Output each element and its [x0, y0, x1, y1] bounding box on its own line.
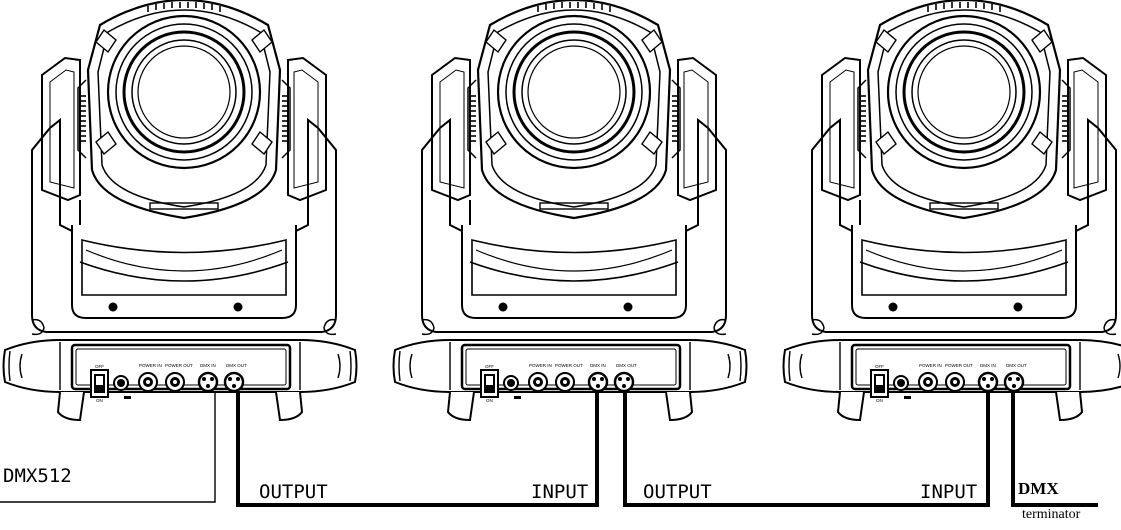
panel-label-power-in: POWER IN — [529, 363, 552, 368]
panel-label-off: OFF — [485, 364, 494, 369]
panel-label-on: ON — [486, 398, 493, 403]
panel-label-power-in: POWER IN — [919, 363, 942, 368]
moving-head-body — [812, 0, 1116, 334]
panel-label-dmx-out: DMX OUT — [616, 363, 637, 368]
panel-label-dmx-in: DMX IN — [200, 363, 216, 368]
terminator-label: terminator — [1022, 507, 1080, 523]
panel-label-off: OFF — [95, 364, 104, 369]
fixture-base-connector-panel — [4, 340, 357, 420]
panel-label-dmx-in: DMX IN — [590, 363, 606, 368]
fixture-base-connector-panel — [784, 340, 1121, 420]
panel-label-dmx-in: DMX IN — [980, 363, 996, 368]
panel-label-power-in: POWER IN — [139, 363, 162, 368]
panel-label-on: ON — [876, 398, 883, 403]
moving-head-body — [422, 0, 726, 334]
moving-head-body — [32, 0, 336, 334]
panel-label-off: OFF — [875, 364, 884, 369]
panel-label-dmx-out: DMX OUT — [1006, 363, 1027, 368]
fixture-base-connector-panel — [394, 340, 747, 420]
panel-label-power-out: POWER OUT — [165, 363, 193, 368]
output-label-1: OUTPUT — [259, 481, 328, 503]
panel-label-dmx-out: DMX OUT — [226, 363, 247, 368]
input-label-3: INPUT — [920, 481, 977, 503]
dmx-terminator-label: DMX — [1018, 479, 1059, 499]
panel-label-power-out: POWER OUT — [945, 363, 973, 368]
input-label-2: INPUT — [531, 481, 588, 503]
dmx512-label: DMX512 — [3, 465, 72, 487]
panel-label-on: ON — [96, 398, 103, 403]
panel-label-power-out: POWER OUT — [555, 363, 583, 368]
output-label-2: OUTPUT — [643, 481, 712, 503]
